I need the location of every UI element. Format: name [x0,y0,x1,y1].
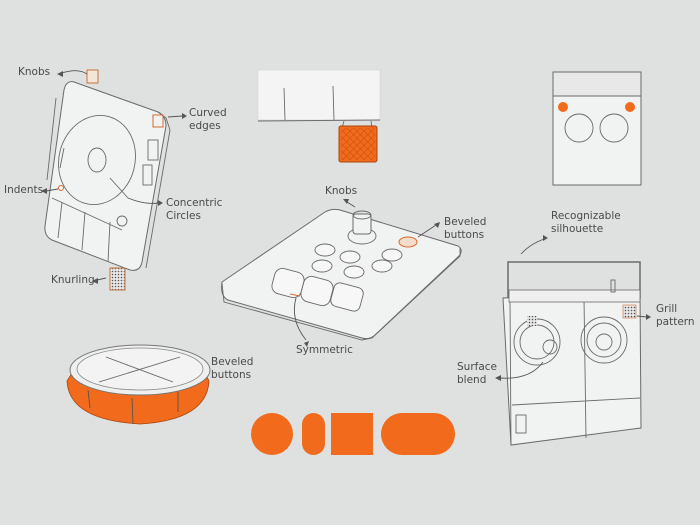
label-indents: Indents [4,184,44,196]
label-surface-blend: Surface blend [457,361,498,386]
handheld-player-sketch [41,69,187,291]
label-concentric-circles: Concentric Circles [166,197,223,222]
label-knobs: Knobs [18,66,51,78]
swatch-circle [251,413,293,455]
label-knobs-controller: Knobs [325,185,358,197]
label-recognizable-silhouette: Recognizable silhouette [551,210,621,235]
shape-swatches [251,413,455,455]
knurling-knob [109,267,126,291]
label-symmetric: Symmetric [296,344,353,356]
label-beveled-buttons-controller: Beveled buttons [444,216,487,241]
knob-detail-sketch [257,69,381,163]
portable-speaker-sketch [495,235,651,446]
round-button-sketch [66,344,211,425]
label-knurling: Knurling [51,274,95,286]
knob-top [86,69,99,84]
swatch-square [331,413,373,455]
front-view-device-sketch [552,71,642,186]
label-grill-pattern: Grill pattern [656,303,695,328]
label-beveled-buttons-round: Beveled buttons [211,356,254,381]
controller-pad-sketch [221,199,462,347]
label-curved-edges: Curved edges [189,107,227,132]
swatch-pill-horizontal [381,413,455,455]
swatch-pill-vertical [302,413,325,455]
